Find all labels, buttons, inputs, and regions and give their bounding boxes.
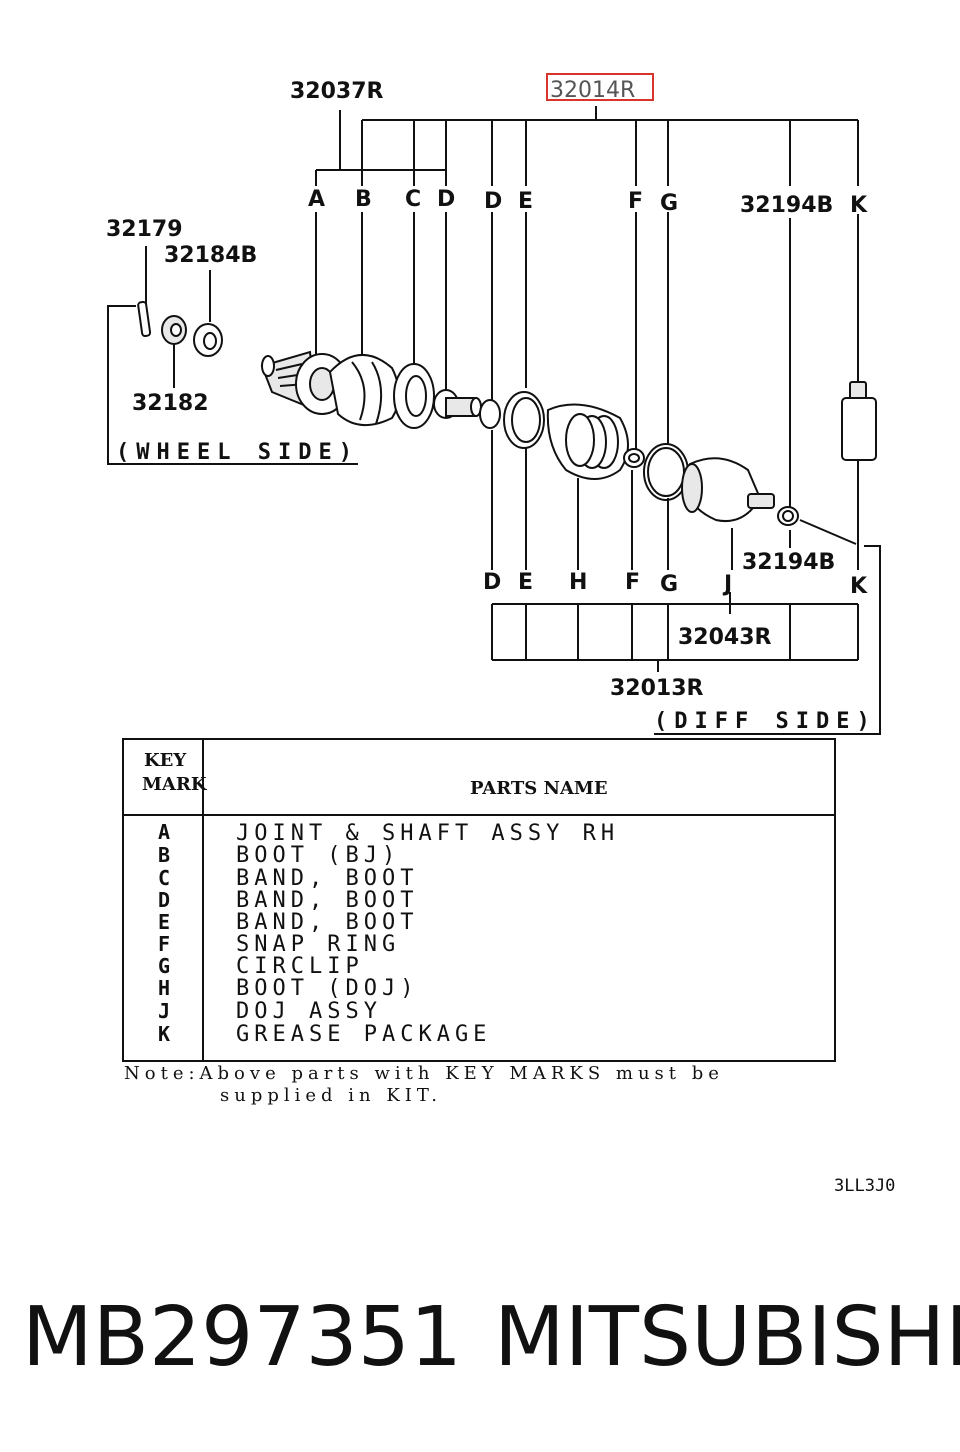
washer-icon: [193, 323, 223, 357]
key-letter-top: B: [355, 187, 372, 212]
label-assy-wheel[interactable]: 32037R: [290, 79, 384, 104]
boot-band-e-icon: [479, 391, 545, 449]
table-row-name[interactable]: BAND, BOOT: [236, 866, 419, 891]
table-header-divider: [124, 814, 834, 816]
table-row-key: A: [157, 820, 171, 844]
key-letter-bottom: H: [569, 570, 587, 595]
table-row-key: F: [157, 932, 171, 956]
label-assy-main[interactable]: 32014R: [550, 78, 635, 103]
key-letter-bottom: K: [850, 574, 868, 599]
cotter-pin-icon: [137, 300, 152, 337]
table-row-key: G: [157, 954, 171, 978]
table-row-key: C: [157, 866, 171, 890]
note-line-2: supplied in KIT.: [220, 1085, 442, 1106]
table-row-name[interactable]: BOOT (DOJ): [236, 976, 419, 1001]
exploded-diagram: 32037R 32014R 32179 32184B 32182 32194B …: [106, 73, 881, 735]
table-row-name[interactable]: GREASE PACKAGE: [236, 1022, 492, 1047]
table-row-name[interactable]: CIRCLIP: [236, 954, 364, 979]
label-assy-diff[interactable]: 32013R: [610, 676, 704, 701]
table-row-key: J: [157, 999, 171, 1023]
key-letter-top: K: [850, 193, 868, 218]
label-ring-top[interactable]: 32194B: [740, 193, 833, 218]
table-row-name[interactable]: JOINT & SHAFT ASSY RH: [236, 821, 620, 846]
key-letter-bottom: F: [625, 570, 640, 595]
bj-boot-icon: [328, 353, 400, 426]
key-letter-top: D: [437, 187, 455, 212]
key-letter-top: C: [405, 187, 421, 212]
label-washer[interactable]: 32184B: [164, 243, 257, 268]
table-row-key: D: [157, 888, 171, 912]
shaft-part-drawings: [137, 300, 877, 526]
header-key-line2: MARK: [142, 774, 207, 795]
product-footer: MB297351 MITSUBISHI: [0, 1288, 960, 1388]
table-row-name[interactable]: DOJ ASSY: [236, 999, 382, 1024]
doj-boot-icon: [546, 403, 629, 480]
header-key-line1: KEY: [144, 750, 187, 771]
spline-ring-icon: [777, 506, 799, 526]
grease-package-icon: [841, 381, 877, 461]
diagram-code: 3LL3J0: [834, 1176, 896, 1196]
note-line-1: Note:Above parts with KEY MARKS must be: [124, 1063, 724, 1084]
wheel-side-label: (WHEEL SIDE): [116, 440, 359, 465]
table-row-name[interactable]: BOOT (BJ): [236, 843, 401, 868]
key-letter-bottom: E: [518, 570, 533, 595]
label-assy-doj[interactable]: 32043R: [678, 625, 772, 650]
assy-bracket-top: [315, 106, 859, 186]
key-letter-top: E: [518, 189, 533, 214]
key-mark-column: [124, 740, 204, 1060]
label-nut[interactable]: 32182: [132, 391, 209, 416]
key-letter-bottom: J: [722, 572, 732, 597]
leader-lines-bottom: [491, 420, 881, 735]
label-pin[interactable]: 32179: [106, 217, 183, 242]
key-letter-bottom: G: [660, 572, 678, 597]
leader-lines-top: [145, 212, 859, 508]
table-row-key: B: [157, 843, 171, 867]
table-row-name[interactable]: SNAP RING: [236, 932, 401, 957]
table-row-name[interactable]: BAND, BOOT: [236, 910, 419, 935]
diff-side-label: (DIFF SIDE): [654, 709, 877, 734]
doj-housing-icon: [681, 457, 775, 522]
boot-band-c-icon: [393, 363, 435, 429]
header-parts-name: PARTS NAME: [470, 778, 608, 799]
snap-ring-icon: [623, 448, 645, 468]
kit-note: Note:Above parts with KEY MARKS must be …: [124, 1063, 724, 1107]
parts-table: KEY MARK PARTS NAME A JOINT & SHAFT ASSY…: [122, 738, 836, 1062]
wheel-side-bracket: [107, 305, 358, 465]
label-ring-bottom[interactable]: 32194B: [742, 550, 835, 575]
key-letter-top: A: [308, 187, 325, 212]
part-number[interactable]: MB297351: [22, 1290, 463, 1385]
key-letter-top: D: [484, 189, 502, 214]
key-letter-bottom: D: [483, 570, 501, 595]
castle-nut-icon: [161, 315, 187, 345]
table-row-key: K: [157, 1022, 171, 1046]
selected-part-highlight: [546, 73, 654, 101]
table-row-name[interactable]: BAND, BOOT: [236, 888, 419, 913]
table-row-key: H: [157, 976, 171, 1000]
boot-band-d-icon: [433, 389, 482, 419]
key-letter-top: G: [660, 191, 678, 216]
key-letter-top: F: [628, 189, 643, 214]
table-row-key: E: [157, 910, 171, 934]
brand-name[interactable]: MITSUBISHI: [494, 1290, 960, 1385]
